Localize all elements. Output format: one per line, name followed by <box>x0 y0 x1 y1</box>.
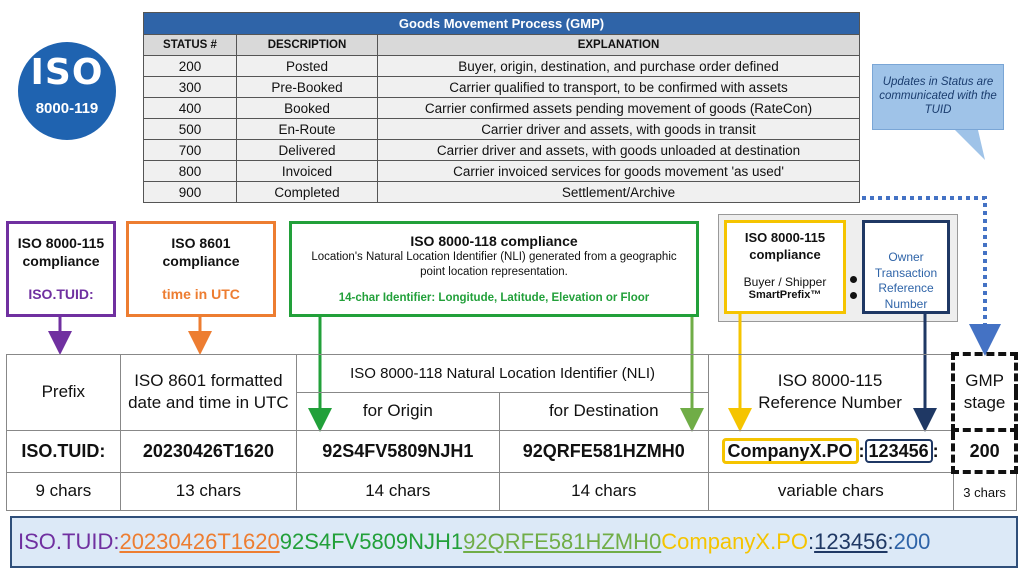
chars-gmp: 3 chars <box>952 471 1017 511</box>
header-origin: for Origin <box>296 391 500 431</box>
tuid-colon: : <box>887 529 894 554</box>
chars-date: 13 chars <box>119 471 298 511</box>
tuid-date: 20230426T1620 <box>119 529 280 554</box>
value-company: CompanyX.PO <box>721 437 859 464</box>
nli-compliance-description: Location's Natural Location Identifier (… <box>311 251 677 278</box>
chars-reference: variable chars <box>707 471 954 511</box>
chars-prefix: 9 chars <box>6 471 121 511</box>
gmp-explanation: Carrier confirmed assets pending movemen… <box>377 97 860 119</box>
value-origin: 92S4FV5809NJH1 <box>296 429 500 473</box>
tuid-compliance-box: ISO 8000-115 compliance ISO.TUID: <box>6 221 116 317</box>
tuid-number: 123456 <box>814 529 888 554</box>
gmp-explanation: Carrier invoiced services for goods move… <box>377 160 860 182</box>
value-date: 20230426T1620 <box>119 429 298 473</box>
reference-compliance-box: ISO 8000-115 compliance Buyer / Shipper … <box>724 220 846 314</box>
gmp-header-explanation: EXPLANATION <box>377 34 860 56</box>
gmp-status: 500 <box>143 118 237 140</box>
bullet-dot-icon <box>850 276 857 283</box>
reference-compliance-sub2: SmartPrefix™ <box>748 289 822 301</box>
chars-destination: 14 chars <box>498 471 709 511</box>
gmp-description: Pre-Booked <box>236 76 378 98</box>
header-gmp-stage: GMP stage <box>951 352 1018 432</box>
value-destination: 92QRFE581HZMH0 <box>498 429 709 473</box>
header-destination: for Destination <box>498 391 709 431</box>
tuid-gmp: 200 <box>893 529 931 554</box>
gmp-status: 700 <box>143 139 237 161</box>
header-prefix: Prefix <box>6 353 121 431</box>
value-colon: : <box>858 440 865 461</box>
reference-compliance-sub1: Buyer / Shipper <box>743 275 827 289</box>
logo-iso-text: ISO <box>30 52 104 93</box>
iso8601-compliance-title: ISO 8601 compliance <box>162 235 240 269</box>
value-prefix: ISO.TUID: <box>6 429 121 473</box>
gmp-status: 800 <box>143 160 237 182</box>
nli-compliance-box: ISO 8000-118 compliance Location's Natur… <box>289 221 699 317</box>
gmp-status: 200 <box>143 55 237 77</box>
chars-origin: 14 chars <box>296 471 500 511</box>
gmp-status: 300 <box>143 76 237 98</box>
iso8601-compliance-box: ISO 8601 compliance time in UTC <box>126 221 276 317</box>
gmp-explanation: Carrier driver and assets, with goods un… <box>377 139 860 161</box>
nli-compliance-title: ISO 8000-118 compliance <box>410 233 578 249</box>
tuid-company: CompanyX.PO <box>661 529 808 554</box>
callout-tail <box>955 130 985 160</box>
header-date: ISO 8601 formatted date and time in UTC <box>119 353 298 431</box>
tuid-origin: 92S4FV5809NJH1 <box>279 529 464 554</box>
gmp-status: 900 <box>143 181 237 203</box>
header-reference: ISO 8000-115 Reference Number <box>707 353 954 431</box>
gmp-table: Goods Movement Process (GMP) STATUS # DE… <box>143 12 860 203</box>
gmp-description: Booked <box>236 97 378 119</box>
gmp-explanation: Buyer, origin, destination, and purchase… <box>377 55 860 77</box>
gmp-explanation: Carrier qualified to transport, to be co… <box>377 76 860 98</box>
composed-tuid-bar: ISO.TUID:20230426T162092S4FV5809NJH192QR… <box>10 516 1018 568</box>
value-number: 123456 <box>864 438 933 463</box>
gmp-description: Invoiced <box>236 160 378 182</box>
iso-logo: ISO 8000-119 <box>18 42 116 140</box>
gmp-explanation: Carrier driver and assets, with goods in… <box>377 118 860 140</box>
tuid-colon: : <box>807 529 815 554</box>
bullet-dot-icon <box>850 292 857 299</box>
gmp-description: Delivered <box>236 139 378 161</box>
header-nli: ISO 8000-118 Natural Location Identifier… <box>296 353 709 393</box>
value-reference: CompanyX.PO:123456: <box>707 429 954 473</box>
gmp-description: Completed <box>236 181 378 203</box>
owner-reference-box: Owner Transaction Reference Number <box>862 220 950 314</box>
logo-standard-number: 8000-119 <box>35 100 99 117</box>
reference-compliance-title: ISO 8000-115 compliance <box>744 230 826 262</box>
gmp-description: En-Route <box>236 118 378 140</box>
nli-compliance-sub: 14-char Identifier: Longitude, Latitude,… <box>338 292 650 304</box>
value-gmp: 200 <box>951 428 1018 474</box>
tuid-structure-table: Prefix ISO 8601 formatted date and time … <box>6 352 1018 511</box>
tuid-compliance-sub: ISO.TUID: <box>28 286 94 302</box>
tuid-compliance-title: ISO 8000-115 compliance <box>17 235 105 269</box>
gmp-status: 400 <box>143 97 237 119</box>
iso8601-compliance-sub: time in UTC <box>162 286 240 302</box>
owner-reference-text: Owner Transaction Reference Number <box>874 250 938 311</box>
gmp-description: Posted <box>236 55 378 77</box>
gmp-explanation: Settlement/Archive <box>377 181 860 203</box>
tuid-prefix: ISO.TUID: <box>18 529 120 554</box>
arrow-gmp-stage <box>862 196 1001 356</box>
value-colon: : <box>932 440 939 461</box>
status-update-callout: Updates in Status are communicated with … <box>872 64 1004 130</box>
tuid-destination: 92QRFE581HZMH0 <box>463 529 662 554</box>
